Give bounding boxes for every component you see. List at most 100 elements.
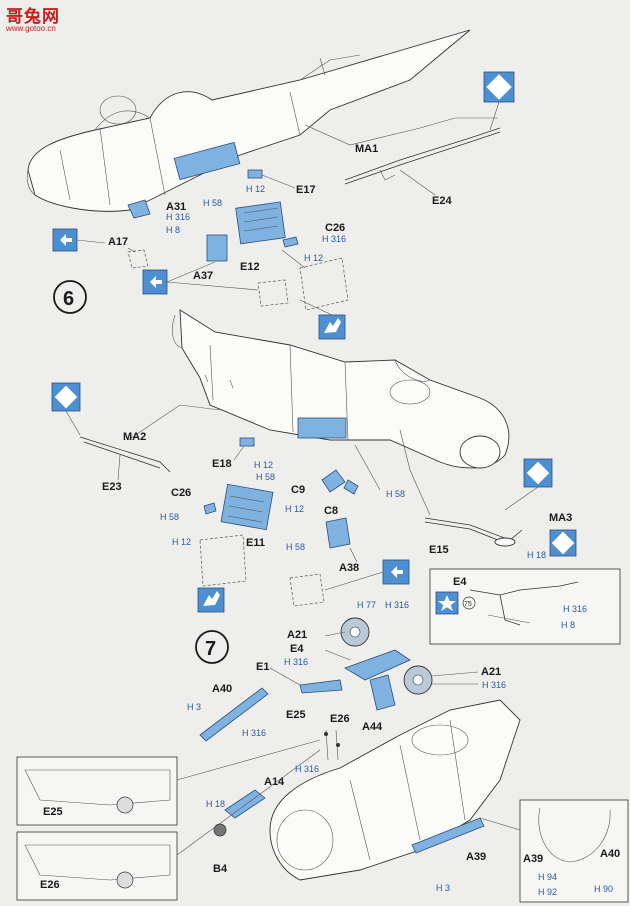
watermark-logo: 哥兔网 www.gotoo.cn (4, 2, 74, 38)
part-e11 (220, 483, 274, 531)
label-e24: E24 (432, 195, 452, 207)
fuselage-lower (269, 699, 521, 881)
hcode-h3a: H 3 (187, 702, 201, 712)
hcode-h92: H 92 (538, 887, 557, 897)
label-e4a: E4 (453, 576, 467, 588)
hcode-h8a: H 8 (166, 225, 180, 235)
part-c26a (282, 236, 299, 248)
part-group-ma1: MA1 E24 (304, 117, 501, 207)
part-group-ma2: MA2 E23 (79, 404, 221, 493)
part-a31 (127, 199, 151, 219)
label-a14: A14 (264, 776, 285, 788)
part-e17 (247, 169, 263, 179)
inset-box-e26 (16, 831, 178, 901)
label-a40a: A40 (212, 683, 232, 695)
label-ma1: MA1 (355, 143, 378, 155)
hcode-h94: H 94 (538, 872, 557, 882)
fuselage-outline-right (179, 309, 510, 469)
diamond-icon-4 (549, 529, 577, 557)
hcode-h18b: H 18 (206, 799, 225, 809)
hcode-h8b: H 8 (561, 620, 575, 630)
part-e11-outline (199, 534, 247, 587)
hcode-h316a: H 316 (166, 212, 190, 222)
label-e4b: E4 (290, 643, 304, 655)
label-a37: A37 (193, 270, 213, 282)
part-e12-outline (299, 257, 349, 311)
label-a17: A17 (108, 236, 128, 248)
hcode-h316g: H 316 (242, 728, 266, 738)
fuselage-outline-top (27, 29, 471, 212)
fuselage-top-left (26, 29, 471, 212)
part-a37-block (206, 234, 228, 262)
part-a37-outline (257, 279, 289, 307)
hcode-h18a: H 18 (527, 550, 546, 560)
step-6-marker: 6 (53, 280, 87, 314)
gear-assembly (299, 617, 433, 711)
watermark-text: 哥兔网 (6, 7, 60, 26)
arrow-icon-3 (382, 559, 410, 585)
label-a21a: A21 (287, 629, 307, 641)
hcode-h316f: H 316 (482, 680, 506, 690)
hcode-h12a: H 12 (246, 184, 265, 194)
part-e1 (299, 679, 343, 694)
label-e1: E1 (256, 661, 269, 673)
part-e4-strut (344, 649, 411, 681)
label-e15: E15 (429, 544, 449, 556)
hcode-h12e: H 12 (172, 537, 191, 547)
label-e25b: E25 (43, 806, 63, 818)
label-e25a: E25 (286, 709, 306, 721)
label-c8: C8 (324, 505, 338, 517)
label-a44: A44 (362, 721, 383, 733)
label-a38: A38 (339, 562, 359, 574)
hcode-h316h: H 316 (295, 764, 319, 774)
hcode-h12c: H 12 (254, 460, 273, 470)
part-a14 (224, 789, 266, 819)
part-avionics-bay-a (173, 141, 241, 181)
diamond-icon-2 (51, 382, 81, 412)
label-e23: E23 (102, 481, 122, 493)
inset-box-gear (429, 568, 621, 645)
hcode-h58d: H 58 (160, 512, 179, 522)
label-c26b: C26 (171, 487, 191, 499)
label-c26a: C26 (325, 222, 345, 234)
part-c9 (321, 469, 346, 493)
part-avionics-bay-b (297, 417, 347, 439)
watermark-url: www.gotoo.cn (6, 24, 56, 33)
paint-icon-1 (318, 314, 346, 340)
part-b4 (213, 823, 227, 837)
hcode-h58a: H 58 (203, 198, 222, 208)
label-ma3: MA3 (549, 512, 572, 524)
step-7-marker: 7 (195, 630, 229, 664)
step-7-number: 7 (205, 638, 216, 660)
part-e18 (239, 437, 255, 447)
part-c9-b (343, 479, 359, 495)
hcode-h316c: H 316 (563, 604, 587, 614)
part-a38-outline (289, 573, 325, 607)
inset-box-e25 (16, 756, 178, 826)
hcode-h12d: H 12 (285, 504, 304, 514)
part-a40 (199, 687, 269, 742)
part-c26b (203, 502, 217, 515)
hcode-h58c: H 58 (386, 489, 405, 499)
hcode-h77: H 77 (357, 600, 376, 610)
part-a44 (369, 674, 396, 711)
hcode-h3b: H 3 (436, 883, 450, 893)
paint-icon-2 (197, 587, 225, 613)
label-e26a: E26 (330, 713, 350, 725)
label-ma2: MA2 (123, 431, 146, 443)
hcode-h90: H 90 (594, 884, 613, 894)
label-a39a: A39 (466, 851, 486, 863)
label-a21b: A21 (481, 666, 501, 678)
circled-75-text: 75 (464, 601, 472, 608)
hcode-h316e: H 316 (284, 657, 308, 667)
diamond-icon-1 (483, 71, 515, 103)
diamond-icon-3 (523, 458, 553, 488)
arrow-icon-1 (52, 228, 78, 252)
part-c8 (325, 517, 351, 549)
hcode-h58e: H 58 (286, 542, 305, 552)
label-e17: E17 (296, 184, 316, 196)
arrow-icon-2 (142, 269, 168, 295)
hcode-h316d: H 316 (385, 600, 409, 610)
hcode-h316b: H 316 (322, 234, 346, 244)
